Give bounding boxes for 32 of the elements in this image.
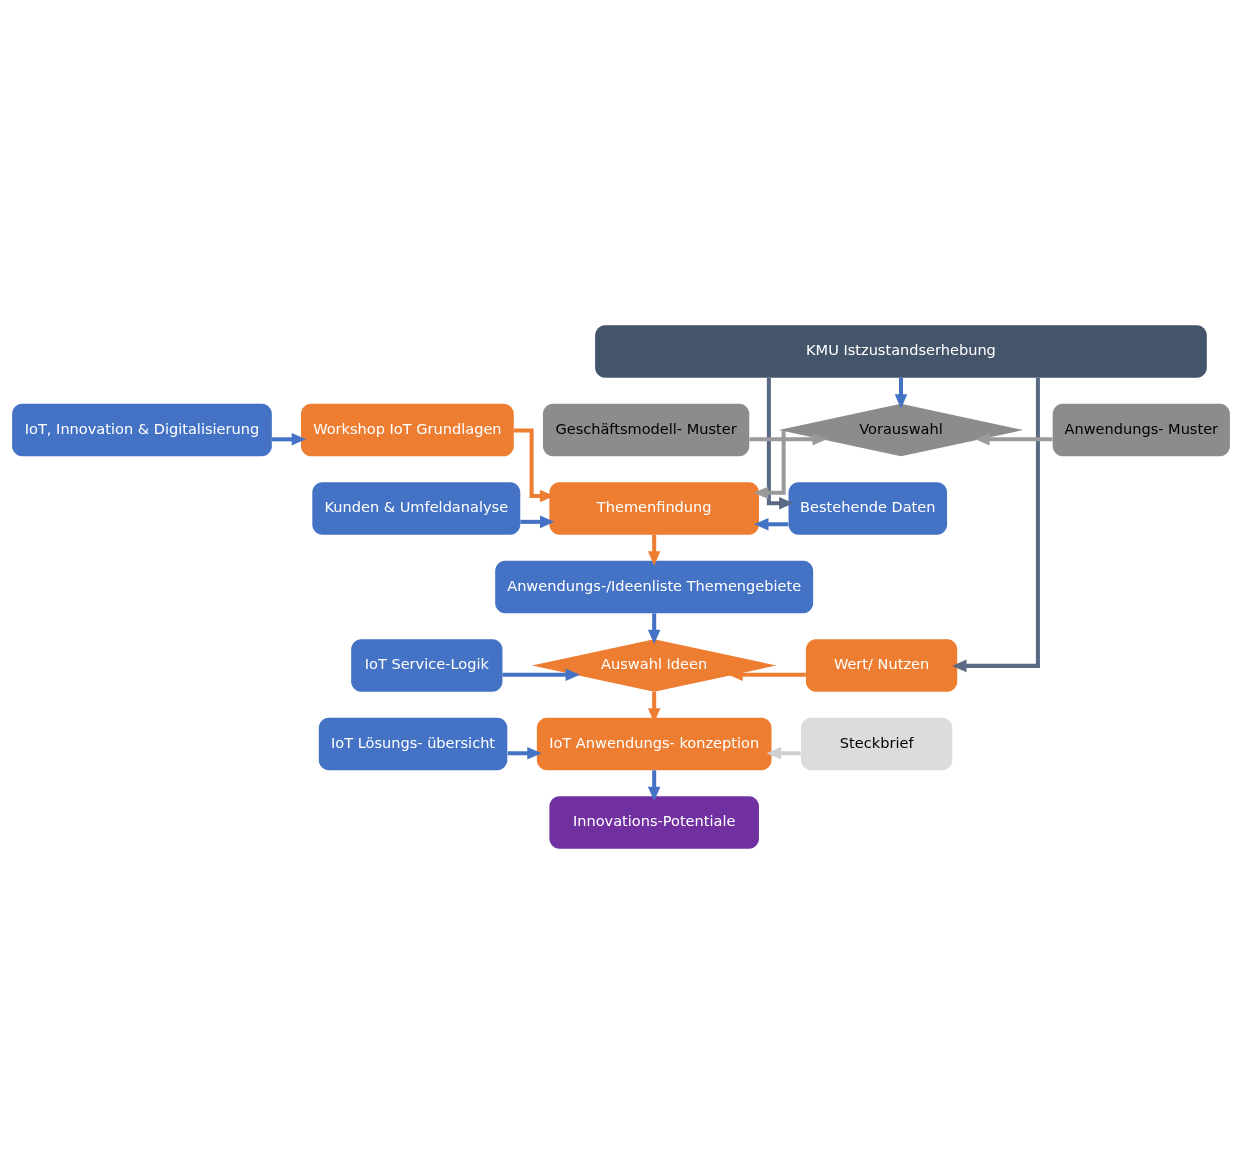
arrow (952, 377, 1040, 672)
arrow (975, 432, 1053, 446)
node-box: IoT, Innovation & Digitalisierung (12, 403, 272, 456)
arrow (647, 534, 661, 566)
node-box: Kunden & Umfeldanalyse (312, 481, 521, 535)
node-box: KMU Istzustandserhebung (595, 324, 1207, 378)
node-diamond: Auswahl Ideen (532, 638, 777, 692)
node-box: Workshop IoT Grundlagen (301, 403, 514, 456)
node-box: IoT Lösungs- übersicht (318, 717, 508, 770)
arrow (754, 517, 789, 531)
node-box: Bestehende Daten (788, 481, 948, 535)
node-box: Geschäftsmodell- Muster (542, 403, 750, 456)
node-box: Steckbrief (801, 717, 953, 770)
node-box: IoT Service-Logik (351, 638, 503, 692)
arrow (753, 430, 786, 499)
arrow (647, 612, 661, 644)
arrow (507, 746, 542, 760)
node-box: Innovations-Potentiale (549, 795, 759, 849)
node-box: Wert/ Nutzen (805, 638, 958, 692)
arrow (647, 769, 661, 801)
node-box: Themenfindung (549, 481, 759, 535)
node-box: IoT Anwendungs- konzeption (536, 717, 772, 770)
arrow (520, 515, 555, 528)
arrow (749, 432, 827, 446)
arrow (894, 377, 908, 409)
arrow (766, 746, 801, 760)
node-box: Anwendungs- Muster (1052, 403, 1230, 456)
arrow (271, 432, 306, 446)
node-diamond: Vorauswahl (778, 403, 1024, 456)
node-box: Anwendungs-/Ideenliste Themengebiete (495, 560, 814, 613)
arrow (502, 668, 580, 681)
arrow (766, 377, 794, 510)
